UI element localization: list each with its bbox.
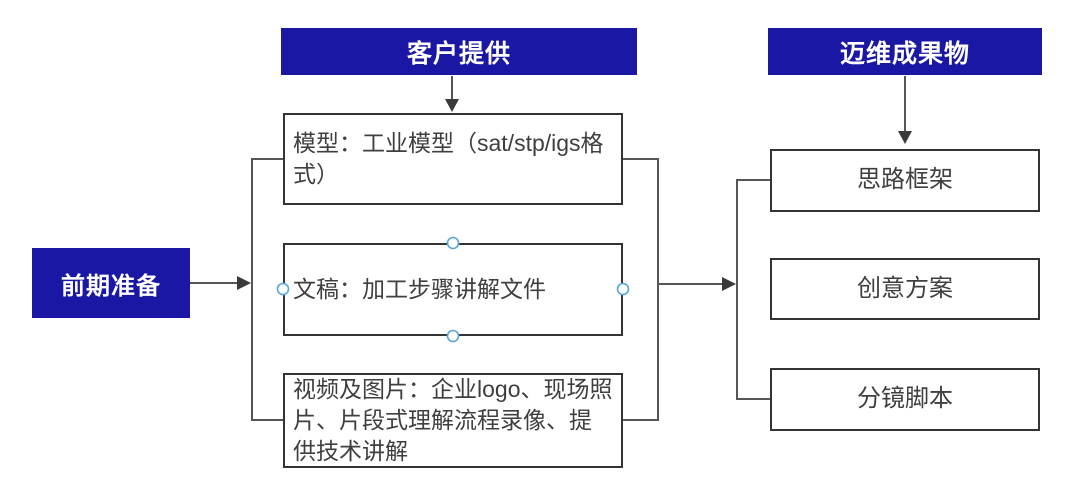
middle-arrowhead-icon <box>722 277 736 291</box>
node-preparation[interactable]: 前期准备 <box>32 248 190 318</box>
node-document-input[interactable]: 文稿：加工步骤讲解文件 <box>283 243 623 336</box>
prep-arrowhead-icon <box>237 276 251 290</box>
connector-middle-bracket <box>623 158 659 421</box>
deliverables-header-arrowhead-icon <box>898 131 912 144</box>
node-model-input[interactable]: 模型：工业模型（sat/stp/igs格式） <box>283 113 623 205</box>
header-client-provides[interactable]: 客户提供 <box>281 28 637 75</box>
node-idea-framework[interactable]: 思路框架 <box>770 149 1040 212</box>
connector-left-bracket <box>251 158 283 421</box>
connector-right-bracket <box>736 179 770 400</box>
node-media-input[interactable]: 视频及图片：企业logo、现场照片、片段式理解流程录像、提供技术讲解 <box>283 373 623 468</box>
node-storyboard-script[interactable]: 分镜脚本 <box>770 368 1040 431</box>
node-creative-plan[interactable]: 创意方案 <box>770 258 1040 320</box>
header-maiwei-deliverables[interactable]: 迈维成果物 <box>768 28 1042 75</box>
client-header-arrowhead-icon <box>445 99 459 112</box>
